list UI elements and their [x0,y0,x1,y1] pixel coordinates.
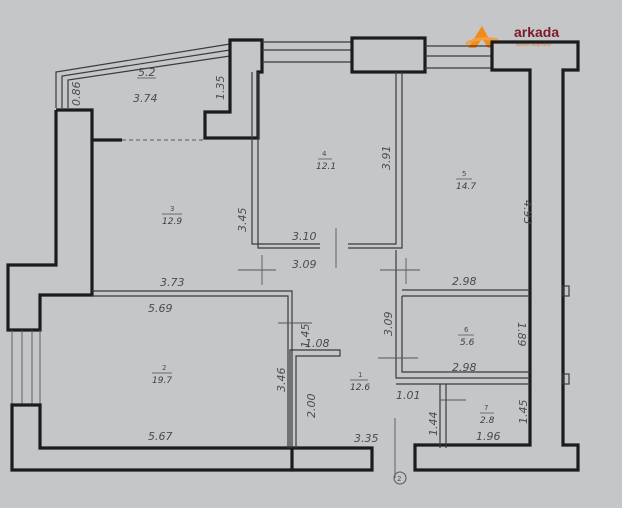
room5-width: 2.98 [452,275,477,288]
room7-width: 1.96 [476,430,501,443]
partition-3-2 [92,290,293,448]
loggia-width: 3.74 [133,92,158,105]
room1-area: 12.6 [350,383,370,393]
room1-width: 3.35 [354,432,379,445]
room5-number: 5 [462,170,466,178]
room6-number: 6 [464,326,469,334]
room1-door-width: 1.01 [396,389,421,402]
logo-tagline: жилые кварталы [516,42,551,47]
room1-passage-width: 1.08 [305,337,330,350]
room6-depth: 1.89 [515,322,528,347]
tick-marks [238,228,466,478]
room5-area: 14.7 [456,182,476,192]
room2-area: 19.7 [152,376,172,386]
room4-width-outer: 3.09 [292,258,317,271]
loggia-dim-right: 1.35 [214,76,227,101]
room7-number: 7 [484,404,488,412]
wall-bottom-center [292,446,374,472]
room2-number: 2 [162,364,166,372]
room4-width-inner: 3.10 [292,230,317,243]
room2-width-top: 5.69 [148,302,173,315]
room6-width: 2.98 [452,361,477,374]
room1-number: 1 [358,371,362,379]
room6-area: 5.6 [460,338,475,348]
room7-side: 1.44 [427,412,440,437]
axis-label: 2 [397,475,401,483]
room2-passage: 1.45 [299,324,312,349]
wall-left-upper [6,110,94,332]
wall-notch [562,373,570,385]
room4-depth: 3.91 [380,146,393,171]
room3-number: 3 [170,205,174,213]
room2-depth: 3.46 [275,368,288,393]
loggia-dim-left: 0.86 [70,82,83,107]
partition-6-left [395,250,530,379]
wall-notch [562,285,570,297]
window-top-left [262,41,352,63]
partition-room7 [439,384,447,448]
room3-area: 12.9 [162,217,182,227]
window-left [11,330,41,405]
partition-4-5 [348,72,403,249]
loggia-area: 5.2 [138,66,156,79]
arkada-logo: arkada жилые кварталы [465,24,559,48]
room2-width-bottom: 5.67 [148,430,173,443]
logo-text: arkada [514,24,559,40]
room4-number: 4 [322,150,327,158]
room4-area: 12.1 [316,162,336,172]
axis-marker: 2 [393,471,407,485]
partition-room6 [401,289,530,373]
wall-right-outer [413,40,580,472]
logo-mark-icon [468,26,494,48]
window-top-right [425,45,492,69]
room1-depth: 2.00 [305,394,318,419]
room5-depth: 4.93 [521,200,534,225]
room6-side: 3.09 [382,312,395,337]
loggia [55,43,231,142]
room3-depth: 3.45 [236,208,249,233]
partition-room4 [257,72,320,249]
room7-depth: 1.45 [517,400,530,425]
wall-pier-top-center [350,36,427,74]
partition-room1 [289,349,341,448]
room3-width: 3.73 [160,276,185,289]
room7-area: 2.8 [480,416,495,426]
